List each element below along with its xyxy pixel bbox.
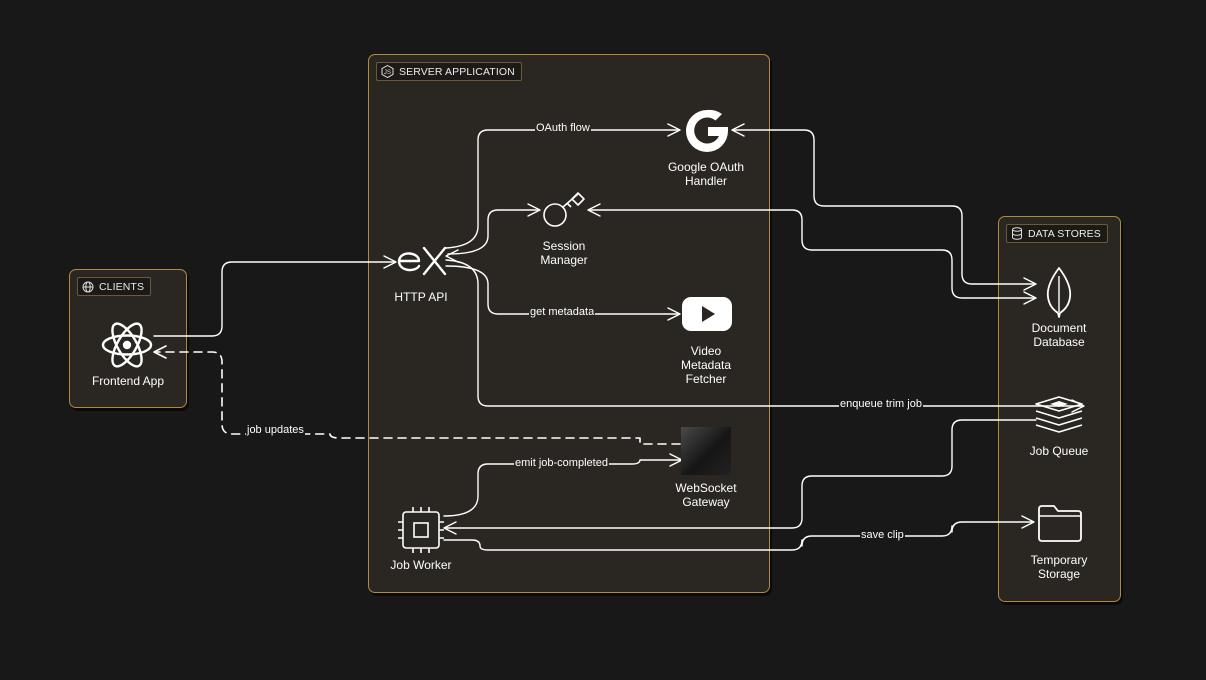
folder-icon — [1036, 503, 1084, 548]
edge-frontend-to-api-arrowhead — [383, 255, 397, 269]
edge-session-to-api-arrowhead — [445, 249, 459, 263]
edge-frontend-to-api — [153, 261, 395, 337]
edge-label-job-updates: job updates — [246, 424, 305, 437]
stores-group-tag: DATA STORES — [1006, 224, 1108, 243]
edge-save-clip-arrowhead — [1021, 515, 1035, 529]
edge-job-updates-arrowhead — [153, 345, 167, 359]
google-oauth-label: Google OAuth Handler — [667, 160, 745, 188]
edge-get-metadata-arrowhead — [667, 307, 681, 321]
edge-label-enqueue: enqueue trim job — [839, 398, 923, 411]
edge-oauth-docdb — [733, 129, 1035, 285]
server-group-label: SERVER APPLICATION — [399, 65, 515, 78]
svg-text:JS: JS — [384, 70, 391, 76]
job-queue-label: Job Queue — [1029, 444, 1089, 458]
job-worker-label: Job Worker — [390, 558, 452, 572]
edge-docdb-to-oauth-arrowhead — [731, 123, 745, 137]
edge-enqueue — [445, 259, 1083, 407]
edge-label-emit-completed: emit job-completed — [514, 457, 609, 470]
react-icon — [101, 320, 153, 375]
mongodb-leaf-icon — [1040, 266, 1078, 323]
edge-oauth-docdb-arrowhead — [1023, 277, 1037, 291]
http-api-label: HTTP API — [394, 290, 448, 304]
frontend-app-label: Frontend App — [91, 374, 165, 388]
nodejs-icon: JS — [381, 65, 394, 78]
edge-api-session — [447, 209, 539, 255]
edge-api-session-arrowhead — [527, 203, 541, 217]
edge-get-metadata — [445, 265, 679, 315]
edge-label-get-metadata: get metadata — [529, 306, 596, 319]
edge-queue-worker — [445, 419, 1037, 529]
document-database-label: Document Database — [1031, 321, 1087, 349]
video-metadata-label: Video Metadata Fetcher — [680, 344, 732, 386]
edge-job-updates — [155, 351, 681, 445]
websocket-icon — [681, 427, 731, 475]
clients-group-label: CLIENTS — [99, 280, 145, 293]
edge-oauth-flow-arrowhead — [667, 123, 681, 137]
stores-group-label: DATA STORES — [1028, 227, 1101, 240]
redis-stack-icon — [1032, 393, 1086, 440]
session-manager-label: Session Manager — [540, 239, 588, 267]
edge-docdb-to-session-arrowhead — [587, 203, 601, 217]
google-icon — [682, 107, 732, 160]
edge-label-oauth-flow: OAuth flow — [535, 122, 591, 135]
database-icon — [1011, 227, 1023, 240]
express-icon — [396, 244, 448, 283]
clients-group: CLIENTS — [69, 269, 187, 408]
key-icon — [538, 188, 590, 235]
temporary-storage-label: Temporary Storage — [1030, 553, 1088, 581]
edge-save-clip — [443, 521, 1033, 551]
edge-emit-completed — [443, 459, 681, 517]
edge-oauth-flow — [445, 129, 679, 249]
edge-session-docdb-arrowhead — [1023, 291, 1037, 305]
cpu-icon — [396, 506, 446, 559]
edge-session-docdb — [589, 209, 1035, 299]
edge-queue-worker-arrowhead — [443, 521, 457, 535]
globe-icon — [82, 281, 94, 293]
clients-group-tag: CLIENTS — [77, 277, 152, 296]
server-group-tag: JS SERVER APPLICATION — [376, 62, 522, 81]
youtube-icon — [681, 296, 733, 337]
websocket-gateway-label: WebSocket Gateway — [675, 481, 737, 509]
edge-label-save-clip: save clip — [860, 529, 905, 542]
